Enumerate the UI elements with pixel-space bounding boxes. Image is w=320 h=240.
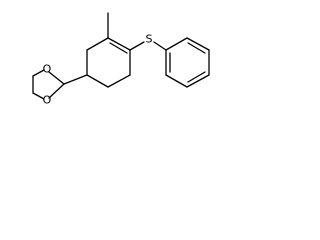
bond-ring-c3-c4: [107, 74, 131, 88]
sulfur-label: S: [146, 33, 153, 46]
bond-phenyl-2: [165, 74, 188, 88]
bond-dioxolane-o3-c2: [48, 83, 65, 99]
bond-phenyl-5: [186, 37, 210, 51]
dioxolane-ring: [32, 69, 65, 100]
bond-ring-to-sulfur: [129, 41, 145, 51]
bond-dioxolane-o1-c5: [32, 69, 45, 77]
molecule-structure-diagram: O O S: [0, 0, 237, 138]
cyclohexene-ring: [86, 37, 131, 88]
bond-acetal-to-ring: [63, 74, 88, 85]
atom-labels: O O S: [43, 33, 153, 107]
oxygen-top-label: O: [43, 63, 52, 76]
bond-phenyl-5-double: [187, 42, 206, 54]
bond-sulfur-to-phenyl: [153, 41, 167, 51]
bond-ring-c6-c1: [86, 37, 109, 51]
bond-phenyl-6: [165, 37, 188, 51]
bond-ring-c1-c2-double: [109, 42, 128, 54]
oxygen-bottom-label: O: [43, 94, 52, 107]
bond-ring-c4-c5: [86, 74, 109, 88]
bond-dioxolane-c4-o3: [32, 92, 45, 100]
bond-dioxolane-c2-o1: [48, 71, 65, 85]
bond-phenyl-3: [186, 74, 210, 88]
molecule-svg: O O S: [32, 12, 210, 107]
bond-phenyl-3-double: [187, 71, 206, 83]
phenyl-ring: [165, 37, 210, 88]
bond-ring-c1-c2: [107, 37, 131, 51]
